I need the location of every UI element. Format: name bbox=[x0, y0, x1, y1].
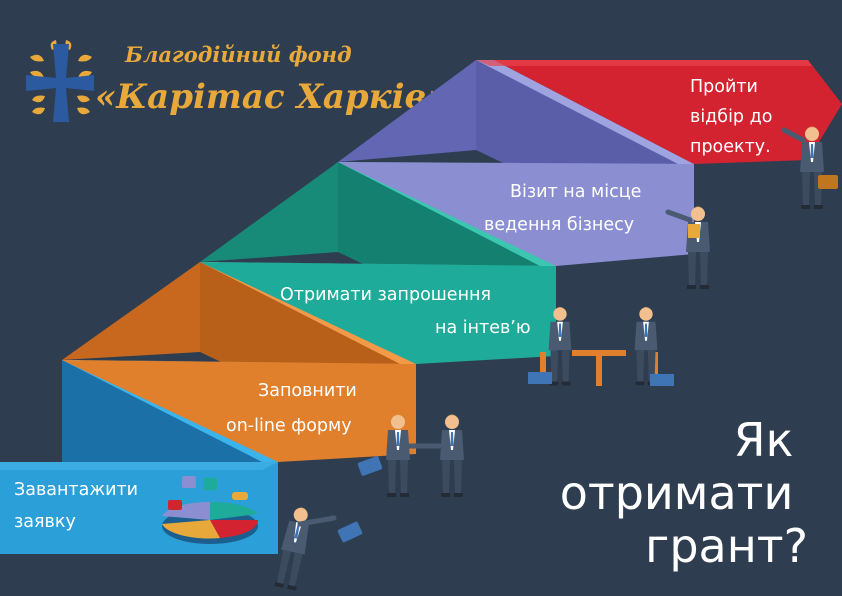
step-5-pass-project-selection: Пройти відбір до проекту. bbox=[476, 60, 842, 164]
cross-logo-icon bbox=[26, 40, 94, 122]
step-2-fill-online-form: Заповнити on-line форму bbox=[62, 262, 416, 462]
step-4-label: Візит на місце ведення бізнесу bbox=[484, 182, 647, 235]
step-2-label: Заповнити on-line форму bbox=[226, 381, 362, 436]
brand-line-1: Благодійний фонд bbox=[124, 42, 352, 67]
businessman-icon bbox=[781, 126, 838, 209]
businessman-icon bbox=[273, 505, 363, 591]
grant-question: Як отримати грант? bbox=[560, 413, 808, 573]
step-1-label: Завантажити заявку bbox=[14, 480, 144, 532]
pie-chart-icon bbox=[162, 476, 259, 544]
step-5-label: Пройти відбір до проекту. bbox=[690, 77, 778, 157]
brand-logo: Благодійний фонд «Карітас Харків» bbox=[26, 40, 448, 122]
handshake-icon bbox=[357, 414, 464, 497]
brand-line-2: «Карітас Харків» bbox=[95, 77, 448, 117]
briefcase-icon bbox=[818, 175, 838, 189]
step-3-label: Отримати запрошення на інтев’ю bbox=[280, 285, 531, 338]
businessman-icon bbox=[665, 206, 710, 289]
meeting-table-icon bbox=[528, 306, 674, 386]
step-4-business-site-visit: Візит на місце ведення бізнесу bbox=[338, 60, 694, 266]
